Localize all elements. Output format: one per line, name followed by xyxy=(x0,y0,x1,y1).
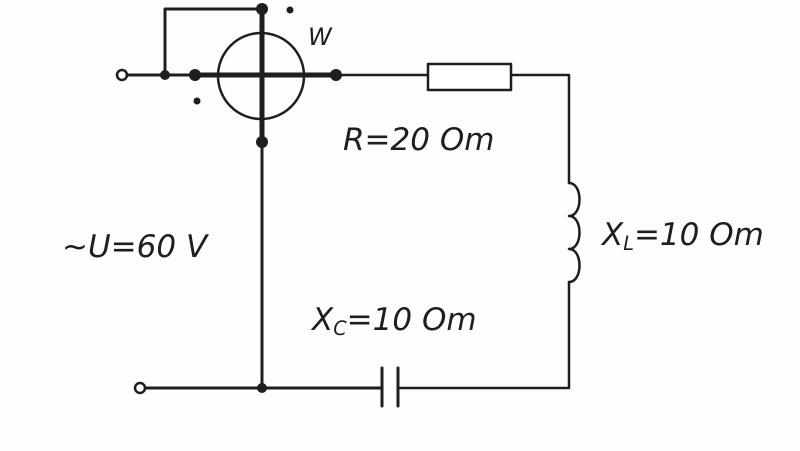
capacitor-label-value: =10 Om xyxy=(346,302,477,338)
junction-dot xyxy=(189,69,201,81)
resistor-label: R=20 Om xyxy=(343,122,495,158)
input-terminal-bottom xyxy=(133,381,147,395)
inductor-label-symbol: X xyxy=(602,217,624,253)
junction-dot xyxy=(160,70,170,80)
inductor-label-subscript: L xyxy=(623,231,634,255)
source-voltage-label: ~U=60 V xyxy=(62,229,208,265)
wire-voltage-coil-loop xyxy=(163,7,264,77)
wire-right-top xyxy=(509,73,571,185)
capacitor-label-symbol: X xyxy=(312,302,334,338)
generator-mark-dot xyxy=(193,97,201,105)
inductor-label-value: =10 Om xyxy=(633,217,764,253)
capacitor-label: XC=10 Om xyxy=(312,305,477,338)
wattmeter-label: W xyxy=(308,23,332,51)
inductor xyxy=(567,181,581,284)
generator-mark-dot xyxy=(286,6,294,14)
junction-dot xyxy=(256,3,268,15)
inductor-label: XL=10 Om xyxy=(602,220,764,253)
wattmeter-terminals xyxy=(160,3,342,148)
capacitor-label-subscript: C xyxy=(333,316,347,340)
capacitor xyxy=(380,366,400,408)
junction-dot xyxy=(257,383,267,393)
resistor xyxy=(426,62,513,92)
wire-right-bottom xyxy=(398,280,571,390)
